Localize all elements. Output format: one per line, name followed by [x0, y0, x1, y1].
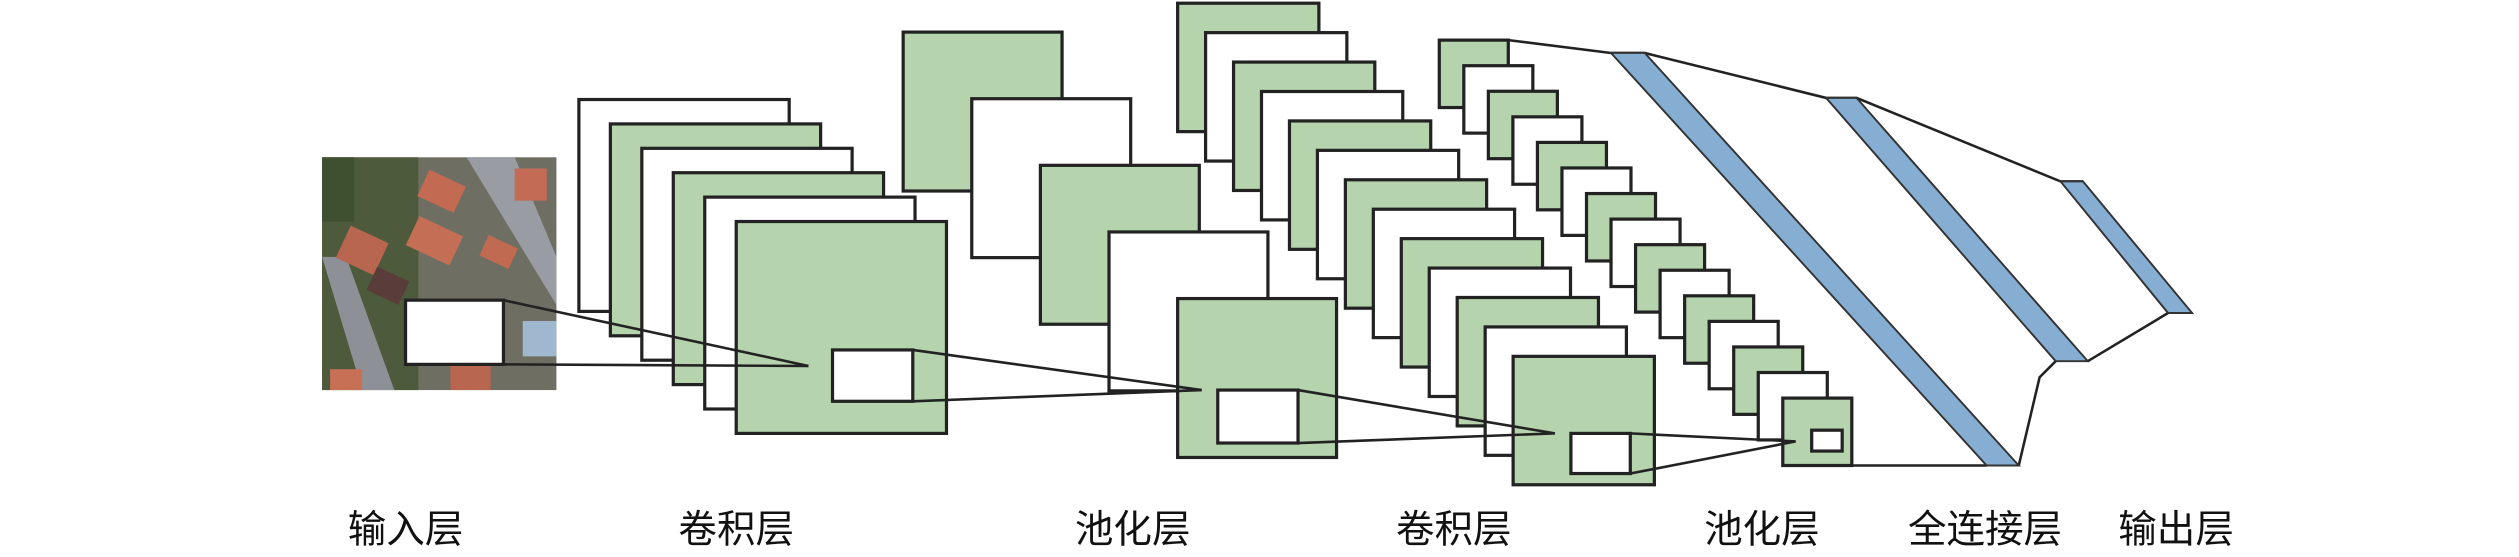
connection-line	[1630, 440, 1796, 475]
connection-line	[1297, 388, 1556, 435]
dense-connection-bottom	[2017, 360, 2057, 466]
receptive-field-box	[403, 298, 506, 366]
receptive-field-box	[830, 348, 915, 403]
label-conv-layer-2: 卷积层	[1396, 508, 1512, 553]
label-conv-layer-1: 卷积层	[678, 508, 794, 553]
pool1-stack	[901, 30, 1339, 460]
connection-line	[912, 348, 1202, 392]
label-fully-connected-layer: 全连接层	[1908, 508, 2062, 553]
output-layer-bar	[2058, 180, 2195, 314]
fully-connected-layer-1	[1608, 52, 2021, 467]
pool2-stack	[1437, 38, 1854, 468]
label-output-layer: 输出层	[2118, 508, 2234, 553]
receptive-field-box	[1810, 428, 1844, 453]
connection-line	[1630, 432, 1796, 443]
fully-connected-layer-2	[1824, 96, 2090, 363]
label-input-layer: 输入层	[348, 508, 464, 553]
label-pool-layer-1: 池化层	[1075, 508, 1191, 553]
dense-connection-bottom	[2087, 311, 2169, 363]
connection-line	[503, 298, 809, 368]
receptive-field-box	[1216, 388, 1300, 445]
connection-line	[912, 388, 1202, 403]
receptive-field-box	[1569, 431, 1632, 476]
connection-line	[1297, 432, 1555, 445]
connection-line	[503, 363, 809, 368]
label-pool-layer-2: 池化层	[1704, 508, 1820, 553]
